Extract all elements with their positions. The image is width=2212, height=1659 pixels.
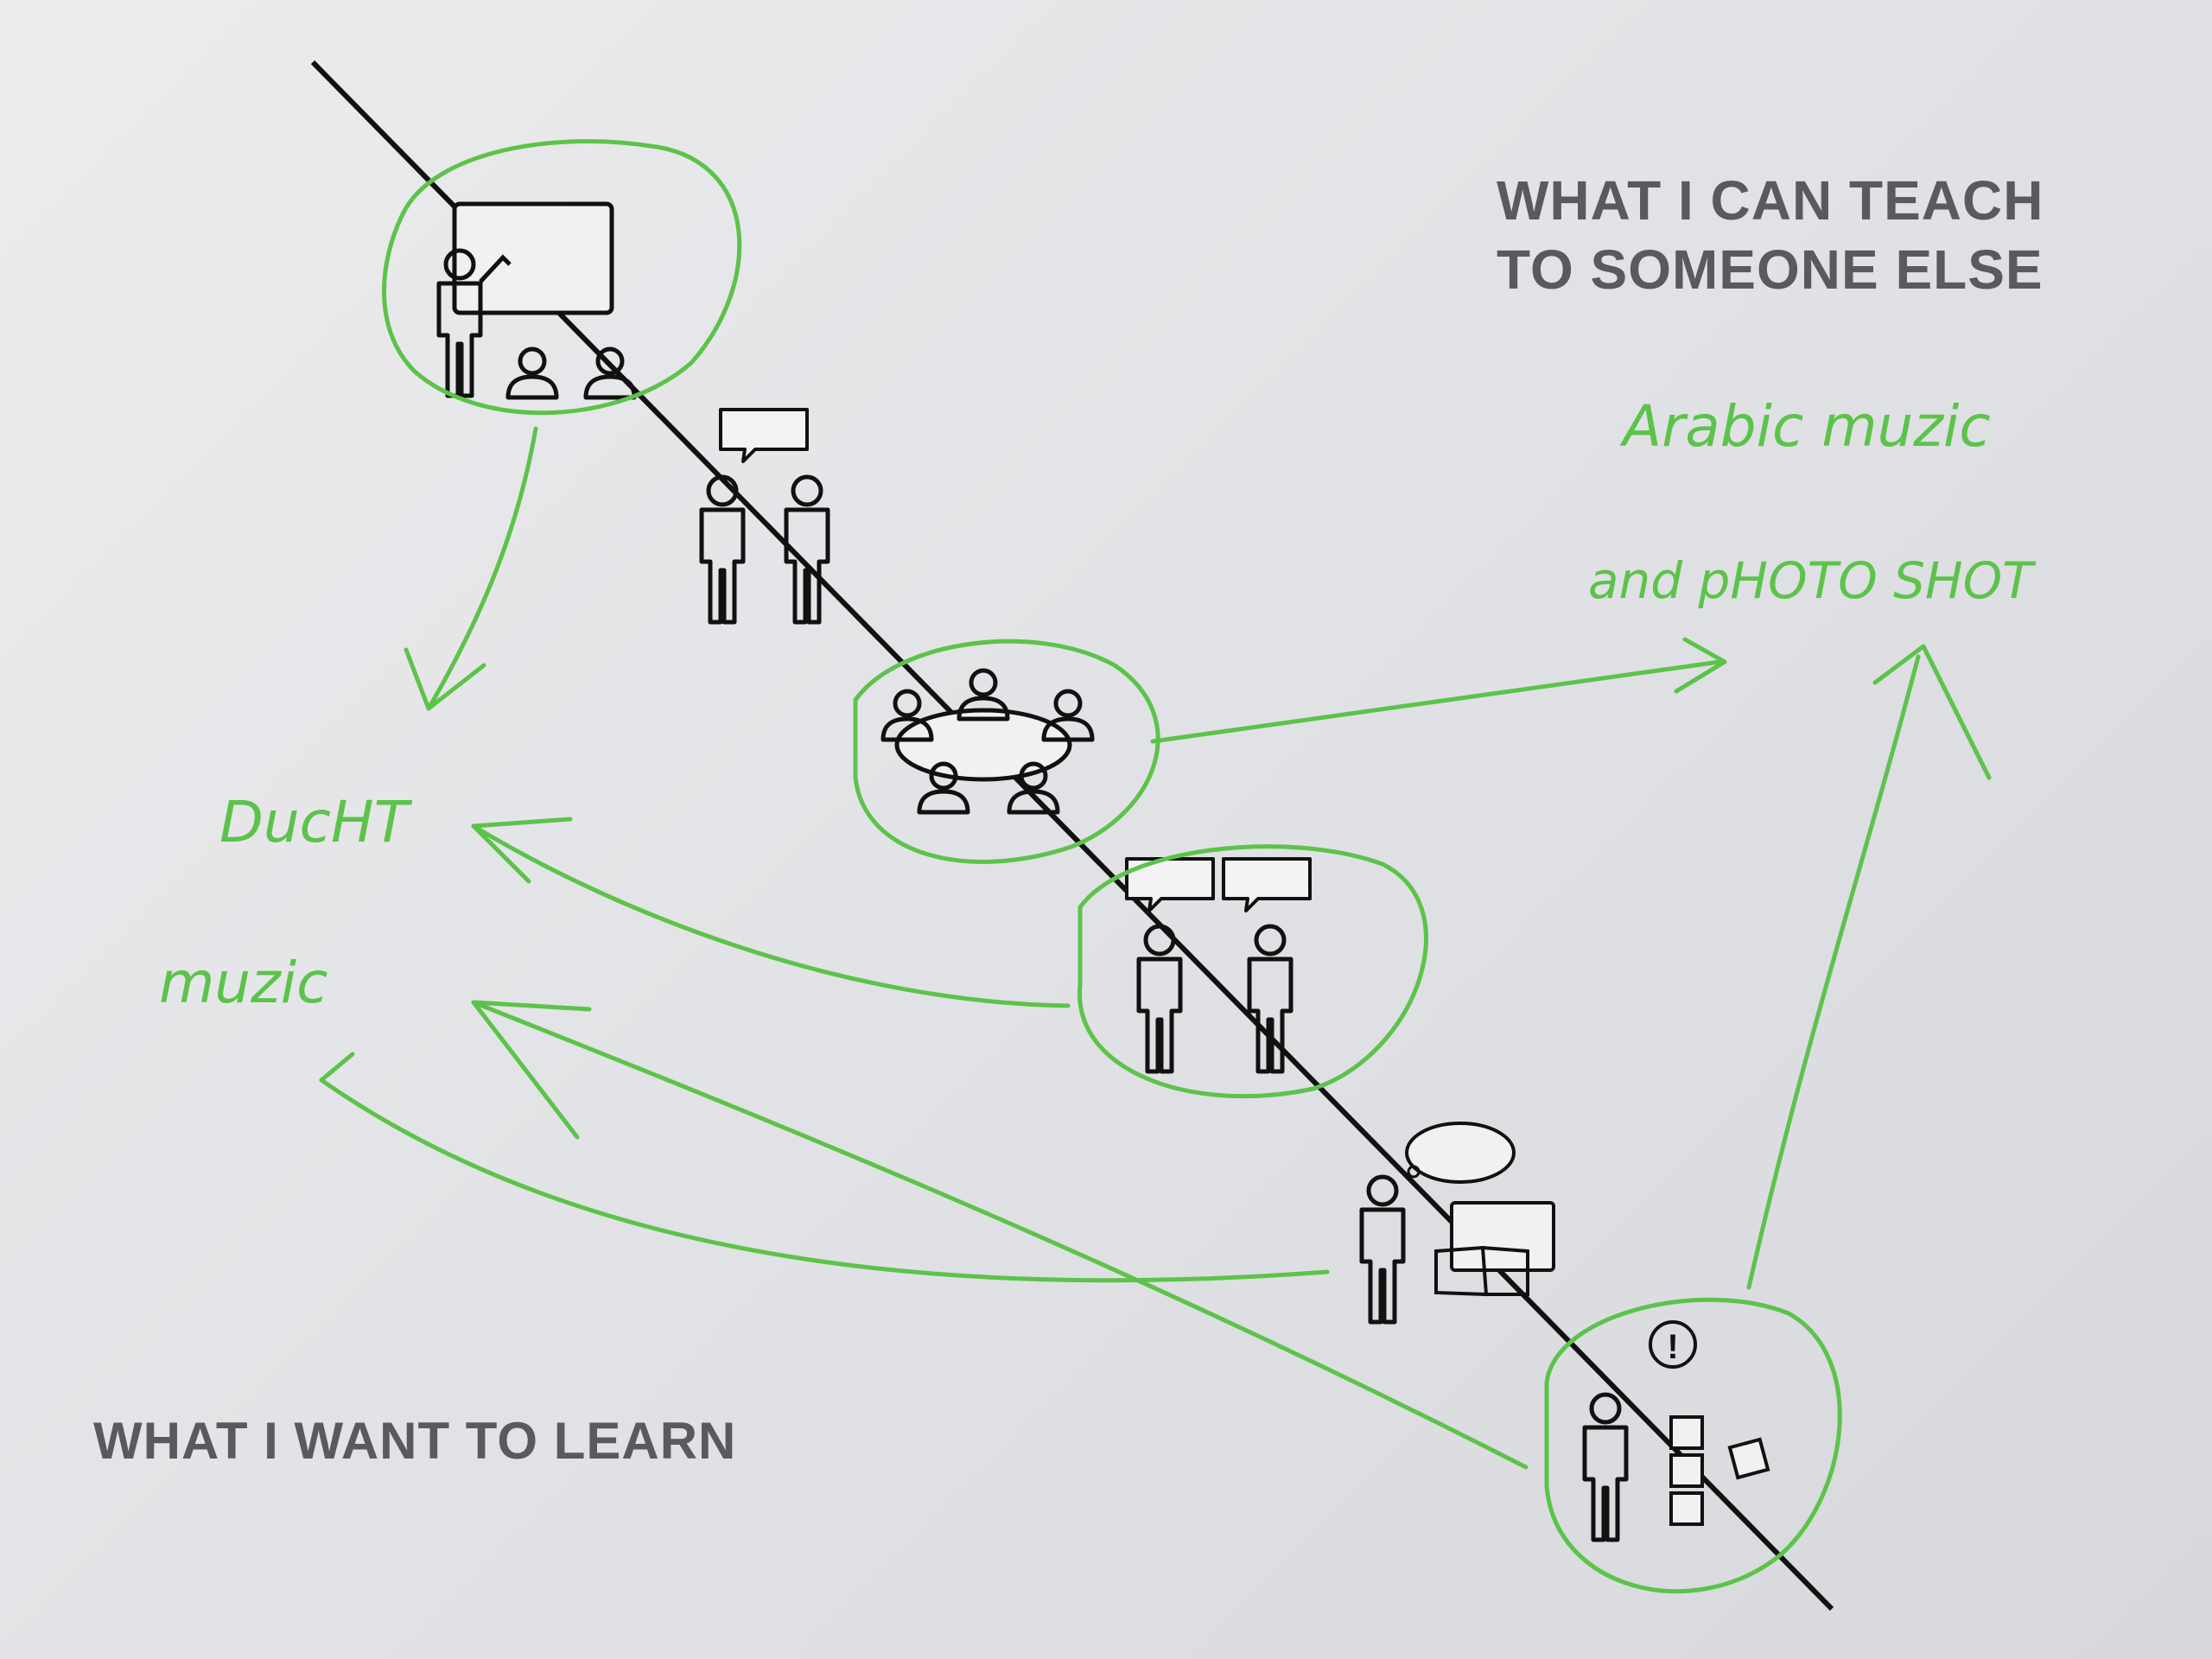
- person-with-idea-and-notes-icon: !: [1585, 1320, 1770, 1540]
- teach-heading-line1: WHAT I CAN TEACH: [1497, 169, 2044, 232]
- person-reading-and-thinking-icon: [1362, 1122, 1555, 1322]
- highlight-circle-idea: [1544, 1297, 1842, 1593]
- green-marker-annotations: [319, 138, 1992, 1593]
- arrow-to-ducht: [426, 426, 538, 711]
- arrow-head: [404, 647, 486, 711]
- arrow-to-arabic-music: [1150, 659, 1722, 744]
- teach-heading: WHAT I CAN TEACH TO SOMEONE ELSE: [1497, 166, 2044, 304]
- teach-heading-line2: TO SOMEONE ELSE: [1497, 238, 2044, 301]
- arrow-from-idea-to-photo: [1746, 654, 1921, 1290]
- arrow-head: [471, 1000, 592, 1140]
- two-people-conversation-icon: [702, 408, 828, 622]
- learn-heading: WHAT I WANT TO LEARN: [93, 1412, 737, 1470]
- svg-text:!: !: [1667, 1328, 1678, 1366]
- highlight-circle-presenter: [382, 138, 742, 416]
- arrow-from-idea-to-music: [471, 1000, 1529, 1470]
- highlight-circle-discussion: [1077, 844, 1428, 1099]
- presenter-at-board-icon: [439, 201, 634, 397]
- arrow-head: [1872, 644, 1992, 780]
- highlight-circle-round-table: [853, 639, 1160, 864]
- diagonal-axis-line: [310, 60, 1834, 1611]
- arrow-head: [1674, 637, 1727, 694]
- learn-item-music: muzic: [159, 950, 327, 1016]
- teach-item-arabic-music: Arabic muzic: [1619, 393, 1991, 460]
- two-people-discussing-icon: [1125, 857, 1312, 1071]
- arrow-head: [471, 817, 573, 884]
- arrow-from-discussion-to-ducht: [471, 823, 1071, 1008]
- learn-item-ducht: DucHT: [219, 789, 413, 855]
- arrow-from-reading-to-music: [319, 1077, 1330, 1283]
- round-table-meeting-icon: [883, 671, 1092, 812]
- teach-item-photo-shot: and pHOTO SHOT: [1588, 551, 2037, 610]
- arrow-head: [319, 1052, 355, 1083]
